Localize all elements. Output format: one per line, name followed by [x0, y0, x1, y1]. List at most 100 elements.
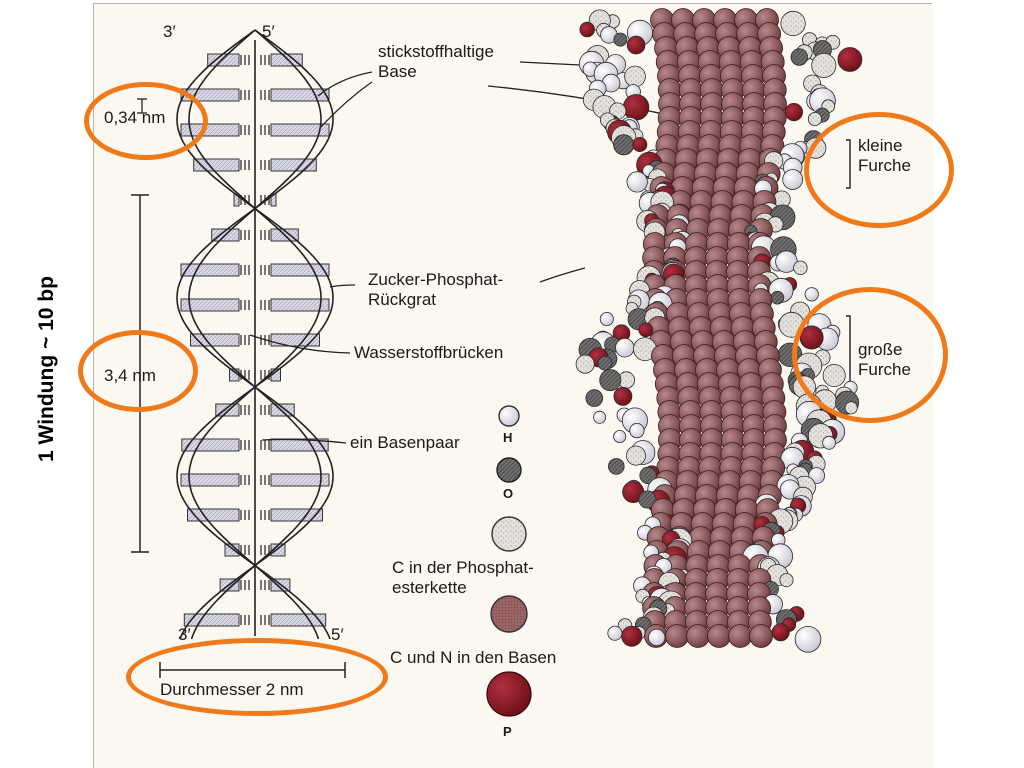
strand-outer-edge	[176, 29, 334, 640]
leader-base-1	[317, 71, 373, 97]
base-pair-rung	[224, 543, 286, 557]
base-right	[270, 613, 327, 627]
legend-label-o: O	[503, 486, 514, 501]
base-pair-rung	[207, 53, 303, 67]
backbone-atom	[770, 290, 785, 305]
leader-backbone-right	[539, 267, 586, 283]
legend-sphere-c-backbone	[491, 516, 527, 552]
backbone-atom	[811, 53, 837, 79]
base-atom	[665, 624, 689, 648]
hydrogen-bonds-label: Wasserstoffbrücken	[354, 343, 504, 362]
backbone-atom	[626, 445, 647, 466]
highlight-circle-minor-groove	[804, 112, 954, 228]
backbone-atom	[638, 322, 654, 338]
backbone-atom	[579, 21, 595, 38]
panel-top-border	[93, 3, 932, 4]
backbone-atom	[599, 311, 614, 326]
backbone-atom	[607, 625, 623, 641]
base-pair-rung	[183, 613, 327, 627]
strand-end-top-left: 3′	[163, 22, 176, 41]
base-atom	[749, 624, 773, 648]
legend-label-c-n-base: C und N in den Basen	[390, 648, 557, 667]
atom-legend	[486, 405, 532, 717]
backbone-atom	[575, 354, 595, 374]
base-left	[190, 333, 240, 347]
space-filling-model	[575, 8, 863, 653]
highlight-circle-turn-length	[78, 330, 198, 412]
backbone-atom	[622, 94, 650, 121]
base-left	[207, 53, 240, 67]
backbone-atom	[780, 10, 806, 37]
backbone-atom	[782, 169, 804, 190]
backbone-atom	[638, 490, 657, 509]
backbone-label: Zucker-Phosphat- Rückgrat	[368, 270, 504, 309]
backbone-atom	[624, 65, 646, 88]
backbone-atom	[771, 623, 790, 642]
legend-label-c-backbone: C in der Phosphat- esterkette	[392, 558, 534, 597]
base-right	[270, 123, 330, 137]
legend-label-p: P	[503, 724, 512, 739]
backbone-atom	[793, 260, 808, 276]
base-left	[180, 298, 240, 312]
base-pair-rung	[180, 473, 330, 487]
backbone-atom	[626, 35, 646, 55]
backbone-atom	[632, 136, 648, 152]
base-right	[270, 333, 320, 347]
backbone-atom	[784, 103, 804, 122]
backbone-atom	[621, 625, 643, 647]
backbone-atom	[597, 355, 613, 371]
base-atom	[686, 624, 710, 648]
base-left	[224, 543, 240, 557]
base-pair-rung	[180, 298, 330, 312]
legend-sphere-o	[496, 457, 522, 483]
backbone-atom	[585, 389, 604, 407]
backbone-atom	[794, 625, 822, 653]
backbone-atom	[790, 48, 809, 66]
base-pair-label: ein Basenpaar	[350, 433, 460, 452]
legend-sphere-h	[498, 405, 520, 427]
nitrogenous-base-label: stickstoffhaltige Base	[378, 42, 494, 81]
backbone-atom	[639, 466, 657, 484]
legend-sphere-p	[486, 671, 532, 717]
backbone-atom	[822, 435, 836, 450]
backbone-atom	[613, 32, 628, 47]
legend-label-h: H	[503, 430, 513, 445]
base-left	[181, 438, 240, 452]
backbone-atom	[648, 628, 666, 647]
legend-sphere-c-n-base	[490, 595, 528, 633]
backbone-atom	[837, 47, 863, 72]
base-pair-rung	[181, 438, 329, 452]
strand-inner-edge	[188, 29, 322, 640]
base-right	[270, 473, 330, 487]
leader-basepair	[261, 438, 347, 444]
backbone-atom	[607, 458, 625, 475]
base-pair-rung	[190, 333, 320, 347]
base-left	[183, 613, 240, 627]
strand-end-bottom-right: 5′	[331, 625, 344, 644]
backbone-atom	[593, 410, 607, 424]
base-left	[187, 508, 240, 522]
base-pair-rung	[187, 508, 323, 522]
base-right	[270, 438, 329, 452]
leader-hbonds	[249, 334, 351, 354]
base-atom	[728, 624, 752, 648]
backbone-atom	[807, 112, 822, 127]
strand-end-top-right: 5′	[262, 22, 275, 41]
backbone-atom	[779, 573, 794, 588]
highlight-circle-major-groove	[792, 287, 948, 423]
backbone-atom	[615, 338, 635, 358]
backbone-atom	[599, 369, 622, 392]
base-right	[270, 543, 286, 557]
highlight-circle-base-step	[84, 82, 208, 160]
backbone-atom	[629, 422, 645, 439]
backbone-atom	[626, 171, 648, 193]
leader-base-2	[319, 81, 373, 129]
base-right	[270, 298, 330, 312]
strand-end-bottom-left: 3′	[178, 625, 191, 644]
highlight-circle-diameter	[126, 638, 388, 716]
leader-backbone	[329, 284, 356, 288]
backbone-atom	[613, 386, 633, 406]
base-right	[270, 88, 330, 102]
backbone-atom	[613, 134, 635, 156]
backbone-atom	[613, 429, 627, 443]
